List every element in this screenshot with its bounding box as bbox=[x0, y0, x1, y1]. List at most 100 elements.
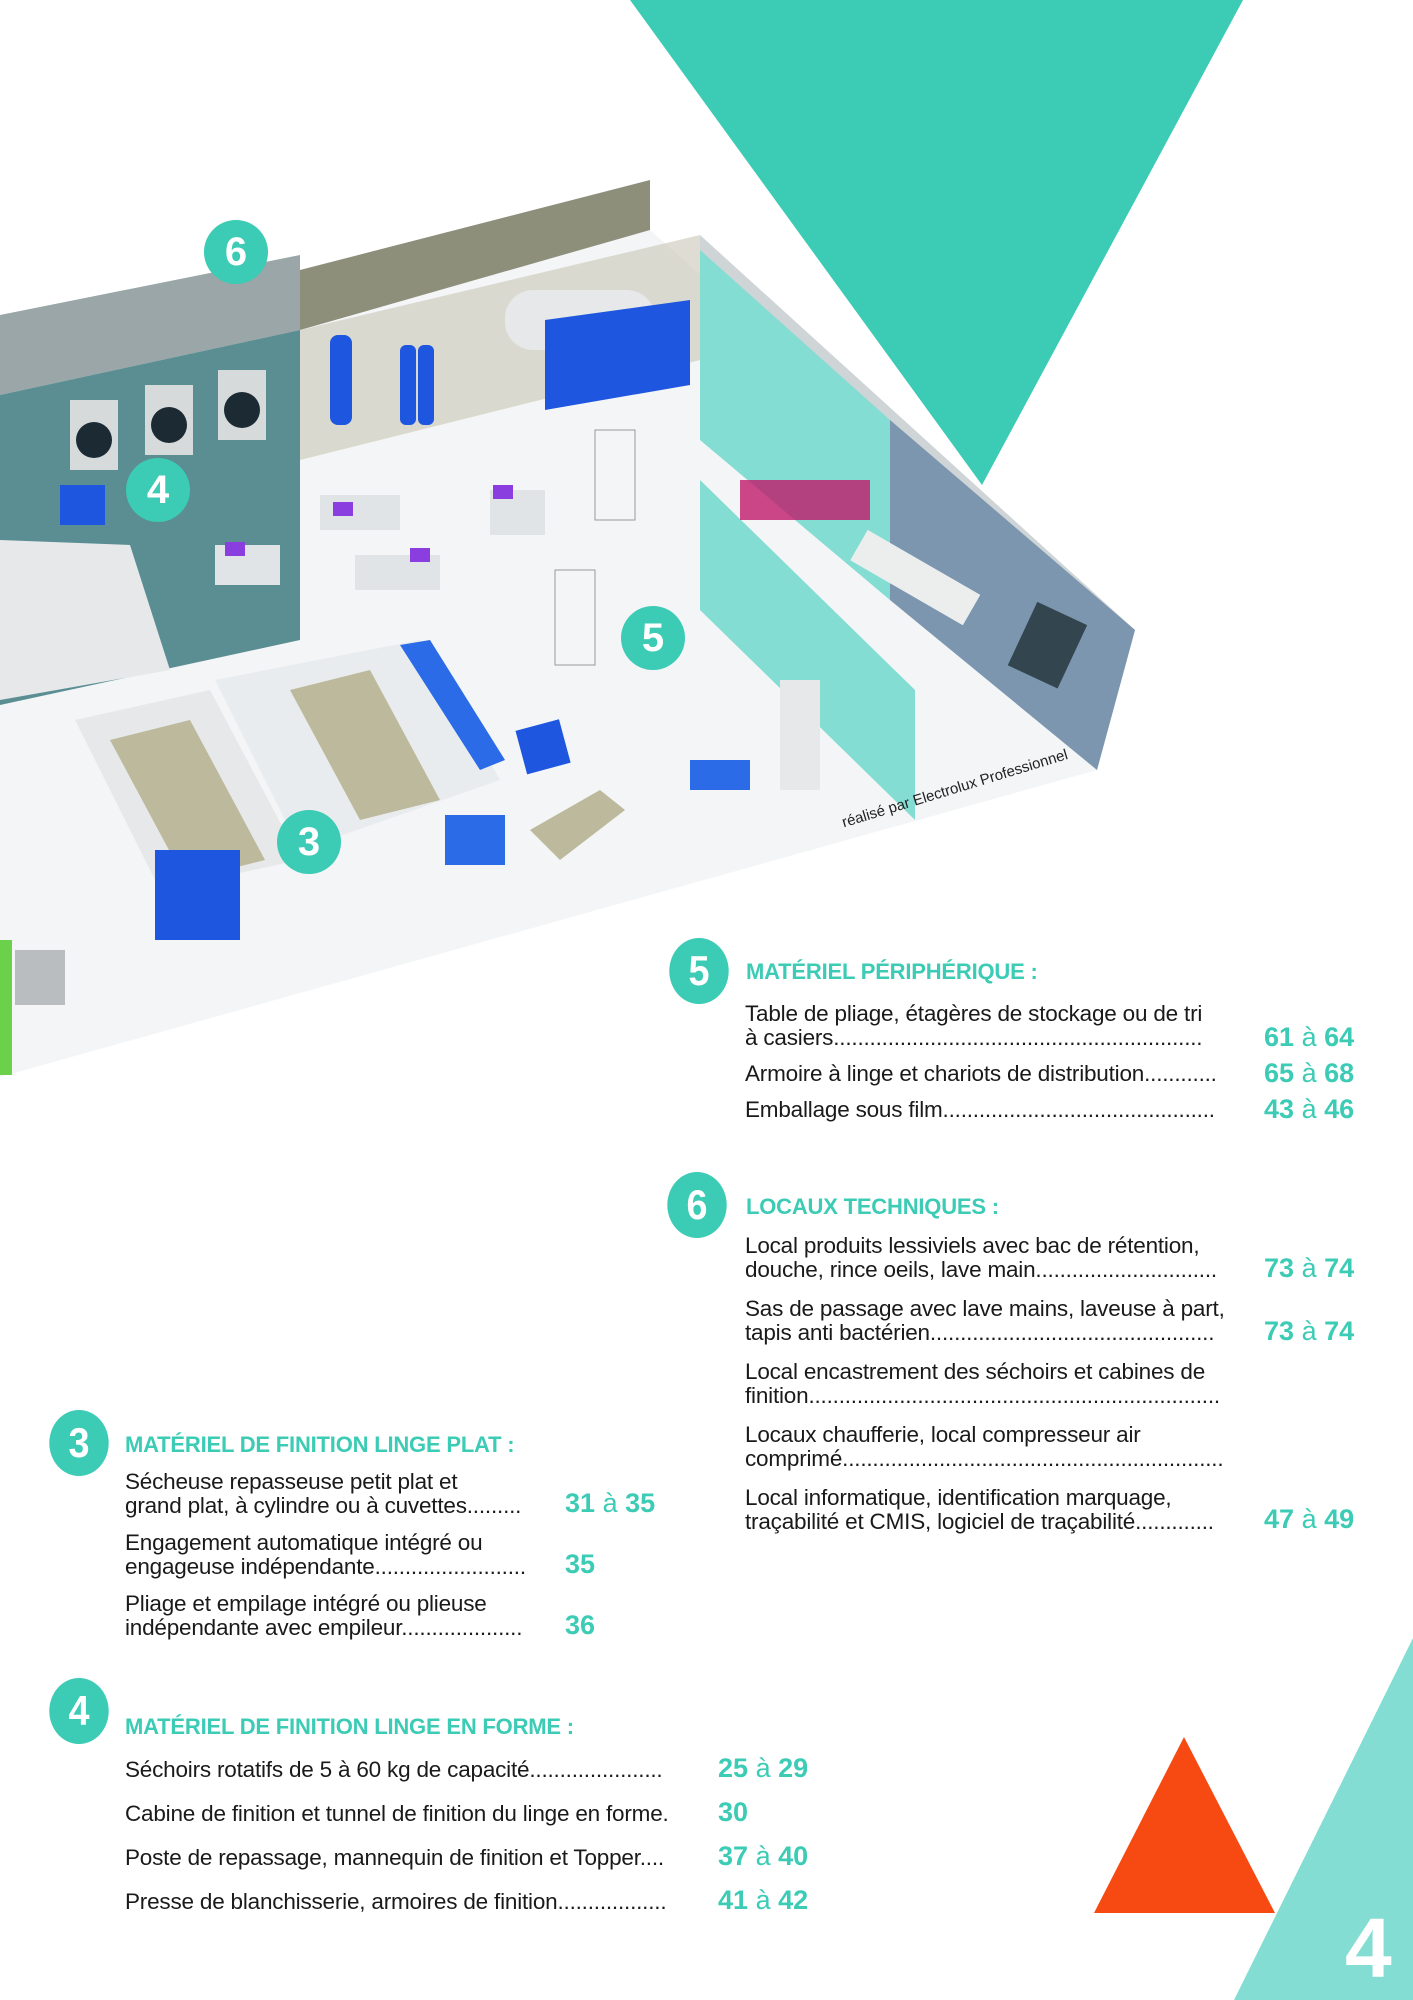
item-text: Cabine de finition et tunnel de finition… bbox=[125, 1801, 669, 1826]
page-sep: à bbox=[602, 1488, 618, 1518]
toc-item: Local produits lessiviels avec bac de ré… bbox=[745, 1234, 1255, 1282]
item-text: Séchoirs rotatifs de 5 à 60 kg de capaci… bbox=[125, 1757, 663, 1782]
folding-table bbox=[320, 495, 400, 530]
item-text: grand plat, à cylindre ou à cuvettes....… bbox=[125, 1493, 522, 1518]
page-to: 42 bbox=[778, 1885, 809, 1915]
toc-item: Locaux chaufferie, local compresseur air… bbox=[745, 1423, 1255, 1471]
colored-bins bbox=[740, 480, 870, 520]
page-range: 41 à 42 bbox=[718, 1885, 808, 1916]
item-text: Local produits lessiviels avec bac de ré… bbox=[745, 1233, 1200, 1258]
page-to: 74 bbox=[1324, 1253, 1355, 1283]
page-range: 43 à 46 bbox=[1264, 1094, 1354, 1125]
page-from: 65 bbox=[1264, 1058, 1295, 1088]
light-teal-triangle-corner bbox=[1234, 1638, 1413, 2000]
item-text: à casiers...............................… bbox=[745, 1025, 1203, 1050]
illustration-marker-6: 6 bbox=[204, 220, 268, 284]
item-text: finition................................… bbox=[745, 1383, 1220, 1408]
technical-room-wall bbox=[300, 180, 650, 330]
wire-rack bbox=[554, 569, 596, 666]
page-from: 47 bbox=[1264, 1504, 1295, 1534]
page-to: 35 bbox=[625, 1488, 656, 1518]
wire-rack bbox=[594, 429, 636, 521]
section-4-badge: 4 bbox=[49, 1678, 109, 1744]
office-window bbox=[1007, 601, 1088, 689]
toc-item: Emballage sous film.....................… bbox=[745, 1098, 1245, 1122]
page-to: 49 bbox=[1324, 1504, 1355, 1534]
ironer-rollers bbox=[290, 670, 440, 820]
item-text: Local encastrement des séchoirs et cabin… bbox=[745, 1359, 1206, 1384]
page-sep: à bbox=[1301, 1022, 1317, 1052]
page-from: 43 bbox=[1264, 1094, 1295, 1124]
page-number-corner: 4 bbox=[1345, 1901, 1392, 1995]
ironing-station bbox=[780, 680, 820, 790]
toc-item: Table de pliage, étagères de stockage ou… bbox=[745, 1002, 1245, 1050]
item-text: douche, rince oeils, lave main..........… bbox=[745, 1257, 1217, 1282]
item-text: Armoire à linge et chariots de distribut… bbox=[745, 1061, 1217, 1086]
page-to: 29 bbox=[778, 1753, 809, 1783]
page-sep: à bbox=[1301, 1504, 1317, 1534]
folder-rollers bbox=[110, 720, 265, 880]
page-sep: à bbox=[1301, 1058, 1317, 1088]
page-to: 74 bbox=[1324, 1316, 1355, 1346]
ironer-belt bbox=[400, 640, 505, 770]
page-range: 31 à 35 bbox=[565, 1488, 655, 1519]
item-text: engageuse indépendante..................… bbox=[125, 1554, 526, 1579]
teal-triangle-top bbox=[630, 0, 1243, 485]
section-4-title: MATÉRIEL DE FINITION LINGE EN FORME : bbox=[125, 1714, 574, 1739]
back-wall-left bbox=[0, 255, 300, 395]
item-text: indépendante avec empileur..............… bbox=[125, 1615, 523, 1640]
toc-item: Poste de repassage, mannequin de finitio… bbox=[125, 1846, 705, 1870]
section-5-badge: 5 bbox=[669, 938, 729, 1004]
folding-table bbox=[215, 545, 280, 585]
toc-item: Local encastrement des séchoirs et cabin… bbox=[745, 1360, 1255, 1408]
illustration-marker-4: 4 bbox=[126, 458, 190, 522]
conveyor bbox=[530, 790, 625, 860]
page-sep: à bbox=[755, 1885, 771, 1915]
item-text: Sas de passage avec lave mains, laveuse … bbox=[745, 1296, 1225, 1321]
illustration-marker-3: 3 bbox=[277, 810, 341, 874]
page-range: 47 à 49 bbox=[1264, 1504, 1354, 1535]
page-from: 25 bbox=[718, 1753, 749, 1783]
blue-cabinets bbox=[545, 300, 690, 410]
page-from: 31 bbox=[565, 1488, 596, 1518]
page-range: 61 à 64 bbox=[1264, 1022, 1354, 1053]
page-number: 35 bbox=[565, 1549, 596, 1579]
section-6-badge: 6 bbox=[667, 1172, 727, 1238]
tank bbox=[418, 345, 434, 425]
section-6-title: LOCAUX TECHNIQUES : bbox=[746, 1194, 999, 1219]
item-text: Locaux chaufferie, local compresseur air bbox=[745, 1422, 1141, 1447]
office-wall-blue bbox=[890, 420, 1135, 770]
toc-item: Sas de passage avec lave mains, laveuse … bbox=[745, 1297, 1255, 1345]
section-3-title: MATÉRIEL DE FINITION LINGE PLAT : bbox=[125, 1432, 515, 1457]
item-text: comprimé................................… bbox=[745, 1446, 1224, 1471]
toc-item: Armoire à linge et chariots de distribut… bbox=[745, 1062, 1245, 1086]
item-text: Local informatique, identification marqu… bbox=[745, 1485, 1172, 1510]
page-from: 73 bbox=[1264, 1316, 1295, 1346]
section-5-title: MATÉRIEL PÉRIPHÉRIQUE : bbox=[746, 959, 1038, 984]
grey-trolley bbox=[15, 950, 65, 1005]
page-range: 73 à 74 bbox=[1264, 1316, 1354, 1347]
item-text: Poste de repassage, mannequin de finitio… bbox=[125, 1845, 664, 1870]
page-from: 41 bbox=[718, 1885, 749, 1915]
laundry-floor-plan-illustration bbox=[0, 180, 1135, 1077]
page-range: 65 à 68 bbox=[1264, 1058, 1354, 1089]
blue-cart bbox=[515, 719, 571, 775]
page-range: 73 à 74 bbox=[1264, 1253, 1354, 1284]
page-range: 37 à 40 bbox=[718, 1841, 808, 1872]
partition-mint bbox=[700, 480, 915, 820]
item-text: Sécheuse repasseuse petit plat et bbox=[125, 1469, 458, 1494]
page-to: 64 bbox=[1324, 1022, 1355, 1052]
illustration-marker-5: 5 bbox=[621, 606, 685, 670]
page-sep: à bbox=[1301, 1094, 1317, 1124]
blue-feeder bbox=[445, 815, 505, 865]
toc-item: Presse de blanchisserie, armoires de fin… bbox=[125, 1890, 705, 1914]
blue-cart bbox=[60, 485, 105, 525]
page-to: 40 bbox=[778, 1841, 809, 1871]
tank bbox=[330, 335, 352, 425]
toc-item: Cabine de finition et tunnel de finition… bbox=[125, 1802, 715, 1826]
green-edge bbox=[0, 940, 12, 1075]
page-sep: à bbox=[1301, 1316, 1317, 1346]
